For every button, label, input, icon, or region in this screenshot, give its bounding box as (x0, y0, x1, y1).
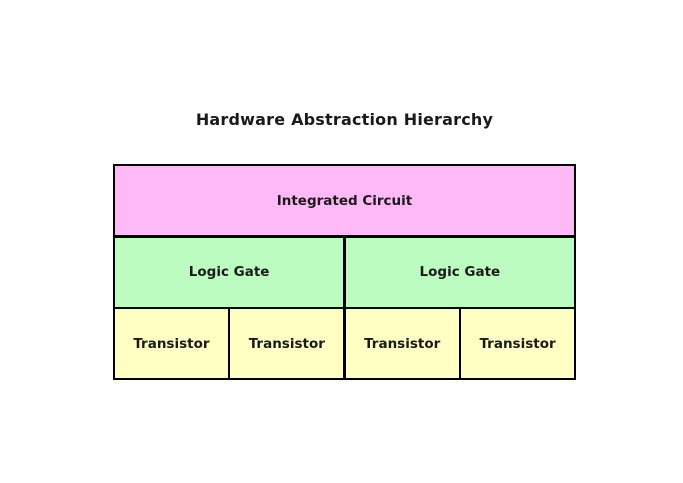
hierarchy-diagram: Integrated Circuit Logic Gate Logic Gate… (113, 164, 576, 380)
block-logic-gate-2: Logic Gate (345, 237, 574, 307)
level-row-transistor: Transistor Transistor Transistor Transis… (115, 309, 574, 378)
block-transistor-3: Transistor (345, 309, 459, 378)
block-integrated-circuit: Integrated Circuit (115, 166, 574, 235)
block-logic-gate-1: Logic Gate (115, 237, 344, 307)
block-transistor-4: Transistor (461, 309, 574, 378)
level-row-logic-gate: Logic Gate Logic Gate (115, 237, 574, 307)
block-transistor-1: Transistor (115, 309, 228, 378)
figure-title: Hardware Abstraction Hierarchy (195, 110, 494, 129)
block-transistor-2: Transistor (230, 309, 344, 378)
level-row-integrated-circuit: Integrated Circuit (115, 166, 574, 235)
